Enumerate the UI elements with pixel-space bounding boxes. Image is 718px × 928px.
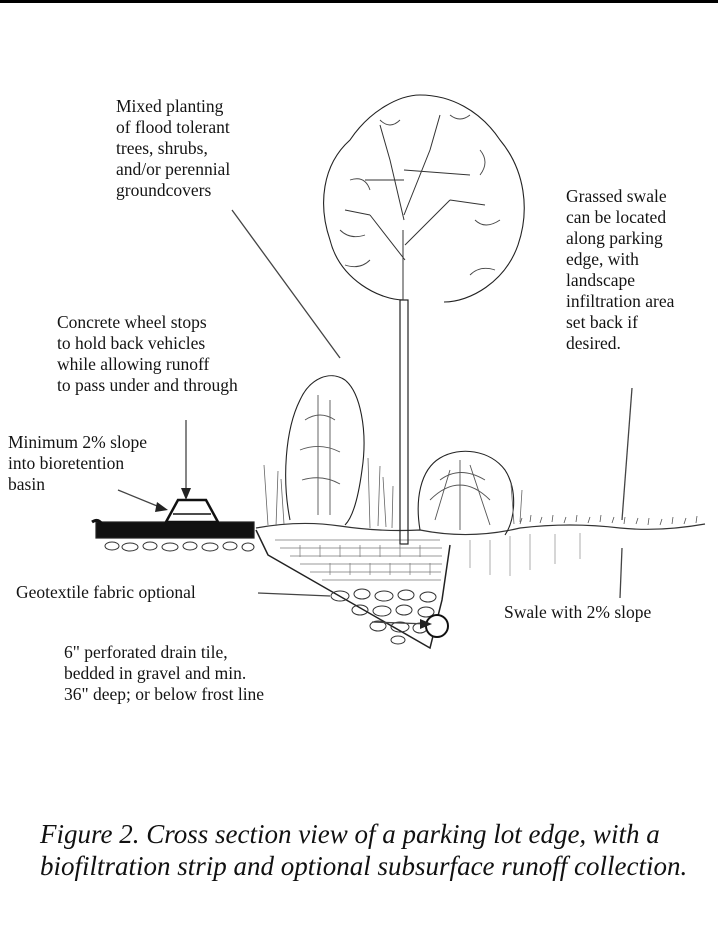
label-geotextile: Geotextile fabric optional bbox=[16, 582, 196, 603]
gravel-under-pavement bbox=[105, 542, 254, 551]
swale-grass bbox=[470, 515, 697, 576]
label-planting: Mixed planting of flood tolerant trees, … bbox=[116, 96, 230, 201]
right-shrub bbox=[418, 451, 513, 535]
leader-planting bbox=[232, 210, 340, 358]
label-wheel-stops: Concrete wheel stops to hold back vehicl… bbox=[57, 312, 238, 396]
figure-caption: Figure 2. Cross section view of a parkin… bbox=[40, 818, 700, 882]
leader-swale-note bbox=[622, 388, 632, 520]
label-swale-note: Grassed swale can be located along parki… bbox=[566, 186, 674, 354]
label-drain: 6" perforated drain tile, bedded in grav… bbox=[64, 642, 264, 705]
leader-swale-slope bbox=[620, 548, 622, 598]
label-swale-slope: Swale with 2% slope bbox=[504, 602, 651, 623]
ground-surface bbox=[256, 523, 705, 534]
left-shrub bbox=[286, 376, 364, 525]
tree-canopy bbox=[324, 95, 525, 302]
wheel-stop bbox=[166, 500, 218, 522]
tall-grasses bbox=[264, 458, 522, 528]
label-slope: Minimum 2% slope into bioretention basin bbox=[8, 432, 147, 495]
gravel-basin bbox=[331, 589, 436, 644]
tree-trunk bbox=[400, 300, 408, 544]
parking-pavement bbox=[96, 522, 254, 538]
drain-tile bbox=[426, 615, 448, 637]
leader-geotextile bbox=[258, 593, 330, 596]
